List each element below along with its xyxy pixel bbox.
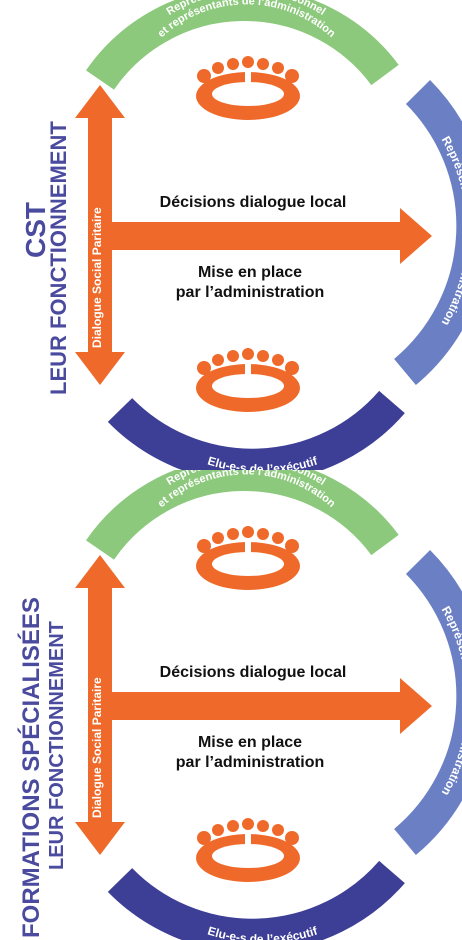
implementation-label-1: Mise en place: [197, 734, 303, 751]
decision-label: Décisions dialogue local: [159, 664, 347, 681]
diagram-panel-formations: Représentant-e-s du personnel et représe…: [0, 470, 462, 940]
side-title-line1: FORMATIONS SPÉCIALISÉES: [18, 597, 45, 938]
vertical-double-arrow: [75, 555, 125, 855]
meeting-table-icon: [196, 348, 300, 412]
arc-top-green: [85, 470, 399, 560]
meeting-table-icon: [196, 526, 300, 590]
vertical-arrow-label: Dialogue Social Paritaire: [90, 207, 104, 348]
meeting-table-icon: [196, 818, 300, 882]
meeting-table-icon: [196, 56, 300, 120]
arc-bottom-navy: [107, 860, 405, 940]
vertical-arrow-label: Dialogue Social Paritaire: [90, 677, 104, 818]
implementation-label-2: par l’administration: [175, 284, 325, 301]
side-title-line2: LEUR FONCTIONNEMENT: [46, 121, 71, 395]
arc-right-blue: [393, 80, 462, 386]
arc-right-blue: [393, 550, 462, 856]
implementation-label-2: par l’administration: [175, 754, 325, 771]
vertical-double-arrow: [75, 85, 125, 385]
implementation-label-1: Mise en place: [197, 264, 303, 281]
horizontal-arrow: [112, 678, 432, 734]
side-title-line2: LEUR FONCTIONNEMENT: [46, 621, 68, 870]
decision-label: Décisions dialogue local: [159, 194, 347, 211]
horizontal-arrow: [112, 208, 432, 264]
arc-top-green: [85, 0, 399, 90]
diagram-graphics: Représentant-e-s du personnel et représe…: [75, 470, 462, 940]
diagram-graphics: Représentant-e-s du personnel et représe…: [75, 0, 462, 470]
arc-bottom-navy: [107, 390, 405, 470]
diagram-panel-cst: Représentant-e-s du personnel et représe…: [20, 0, 462, 470]
